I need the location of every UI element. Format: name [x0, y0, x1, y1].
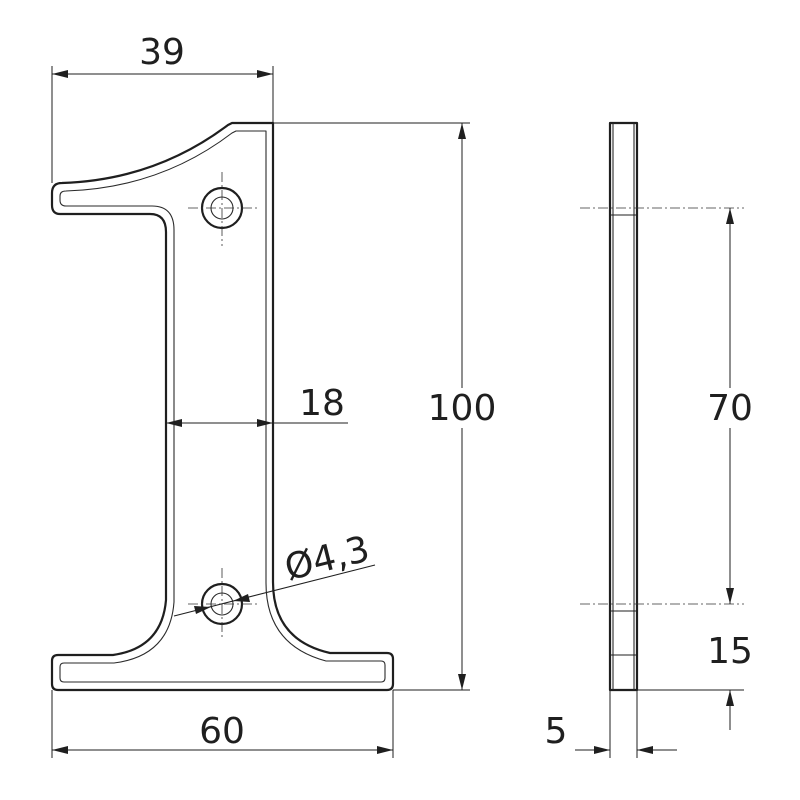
arrowhead: [194, 606, 211, 614]
dim-label-hole-spacing: 70: [707, 388, 753, 429]
arrowhead: [726, 588, 734, 604]
arrowhead: [458, 123, 466, 139]
arrowhead: [458, 674, 466, 690]
side-view: [580, 121, 744, 692]
arrowhead: [166, 419, 182, 427]
arrowhead: [377, 746, 393, 754]
digit-one-outline: [50, 121, 395, 692]
dim-label-base-width: 60: [199, 711, 245, 752]
dim-label-hole-diameter: Ø4,3: [281, 529, 374, 589]
arrowhead: [726, 690, 734, 706]
dim-hole-spacing: 70: [707, 208, 753, 604]
arrowhead: [233, 594, 250, 602]
top-mounting-hole: [188, 172, 258, 246]
dim-thickness: 5: [545, 690, 677, 758]
arrowhead: [52, 746, 68, 754]
dim-label-height: 100: [428, 388, 497, 429]
arrowhead: [52, 70, 68, 78]
dim-label-stem-width: 18: [299, 383, 345, 424]
dim-label-top-width: 39: [139, 32, 185, 73]
arrowhead: [257, 419, 273, 427]
arrowhead: [257, 70, 273, 78]
front-view: [50, 121, 395, 692]
dim-stem-width: 18: [166, 383, 348, 427]
dim-label-bottom-offset: 15: [707, 631, 753, 672]
digit-one-bevel: [59, 130, 386, 683]
side-profile: [608, 121, 639, 692]
dim-top-width: 39: [51, 32, 274, 183]
arrowhead: [594, 746, 610, 754]
arrowhead: [726, 208, 734, 224]
arrowhead: [637, 746, 653, 754]
dim-height: 100: [273, 122, 497, 691]
dim-base-width: 60: [51, 690, 394, 758]
dim-bottom-offset: 15: [637, 631, 753, 730]
dim-label-thickness: 5: [545, 711, 568, 752]
